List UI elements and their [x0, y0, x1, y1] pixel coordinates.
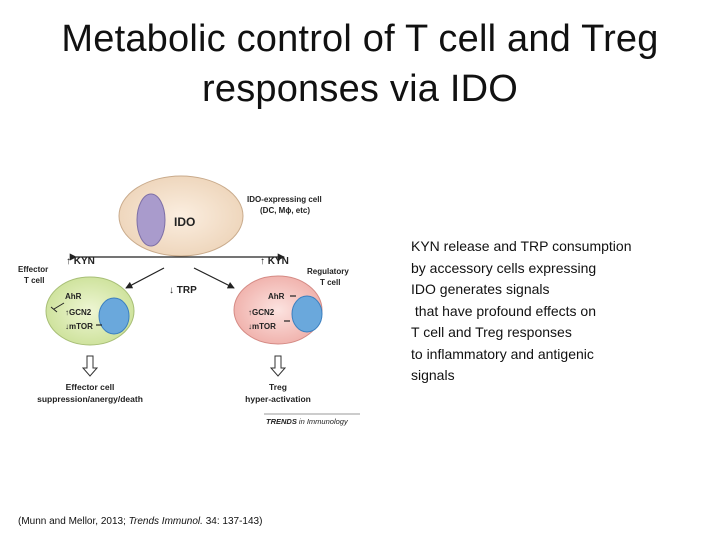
treg-outcome-line1: Treg — [269, 382, 287, 392]
effector-ahr-inhibit — [53, 302, 65, 310]
ido-cell-types: (DC, Mϕ, etc) — [260, 206, 310, 215]
citation-prefix: (Munn and Mellor, 2013; — [18, 516, 129, 527]
regulatory-cell-nucleus — [291, 295, 323, 333]
effector-ahr: AhR — [65, 292, 82, 301]
ido-cell-label: IDO-expressing cell — [247, 195, 322, 204]
regulatory-mtor: ↓mTOR — [248, 322, 276, 331]
effector-label-line2: T cell — [24, 276, 44, 285]
title-line-1: Metabolic control of T cell and Treg — [61, 18, 659, 60]
effector-outcome-line2: suppression/anergy/death — [37, 394, 143, 404]
description-line: signals — [411, 367, 455, 383]
description-line: that have profound effects on — [411, 302, 596, 319]
trp-arrow-right — [193, 267, 235, 289]
treg-outcome-line2: hyper-activation — [245, 394, 311, 404]
journal-brand-trends: TRENDS — [266, 417, 297, 426]
description-line: KYN release and TRP consumption — [411, 238, 632, 254]
regulatory-gcn2: ↑GCN2 — [248, 308, 275, 317]
ido-pathway-diagram: IDO IDO-expressing cell (DC, Mϕ, etc) ↑ … — [18, 175, 360, 426]
regulatory-label-line2: T cell — [320, 278, 340, 287]
kyn-right-label: ↑ KYN — [260, 256, 289, 267]
treg-outcome-arrow — [269, 355, 287, 377]
effector-cell-nucleus — [98, 297, 130, 335]
effector-label-line1: Effector — [18, 265, 48, 274]
trp-label: ↓ TRP — [169, 285, 197, 296]
effector-outcome-arrow — [81, 355, 99, 377]
regulatory-label-line1: Regulatory — [307, 267, 349, 276]
citation: (Munn and Mellor, 2013; Trends Immunol. … — [18, 516, 262, 527]
description-text: KYN release and TRP consumption by acces… — [411, 236, 711, 387]
effector-outcome-line1: Effector cell — [66, 382, 115, 392]
journal-brand: TRENDS in Immunology — [266, 417, 349, 426]
regulatory-ahr: AhR — [268, 292, 285, 301]
trp-arrow-left — [125, 267, 165, 289]
description-line: T cell and Treg responses — [411, 324, 572, 340]
effector-mtor: ↓mTOR — [65, 322, 93, 331]
kyn-left-label: ↑ KYN — [66, 256, 95, 267]
title-line-2: responses via IDO — [202, 68, 518, 110]
effector-gcn2: ↑GCN2 — [65, 308, 92, 317]
citation-suffix: 34: 137-143) — [202, 516, 263, 527]
page-title: Metabolic control of T cell and Treg res… — [0, 14, 720, 114]
journal-brand-name: in Immunology — [297, 417, 349, 426]
effector-ahr-tick — [50, 306, 58, 313]
citation-journal: Trends Immunol. — [128, 516, 203, 527]
ido-cell-nucleus — [136, 193, 166, 247]
description-line: by accessory cells expressing — [411, 259, 597, 276]
description-line: to inflammatory and antigenic — [411, 345, 594, 362]
description-line: IDO generates signals — [411, 281, 550, 297]
ido-label: IDO — [174, 215, 195, 229]
